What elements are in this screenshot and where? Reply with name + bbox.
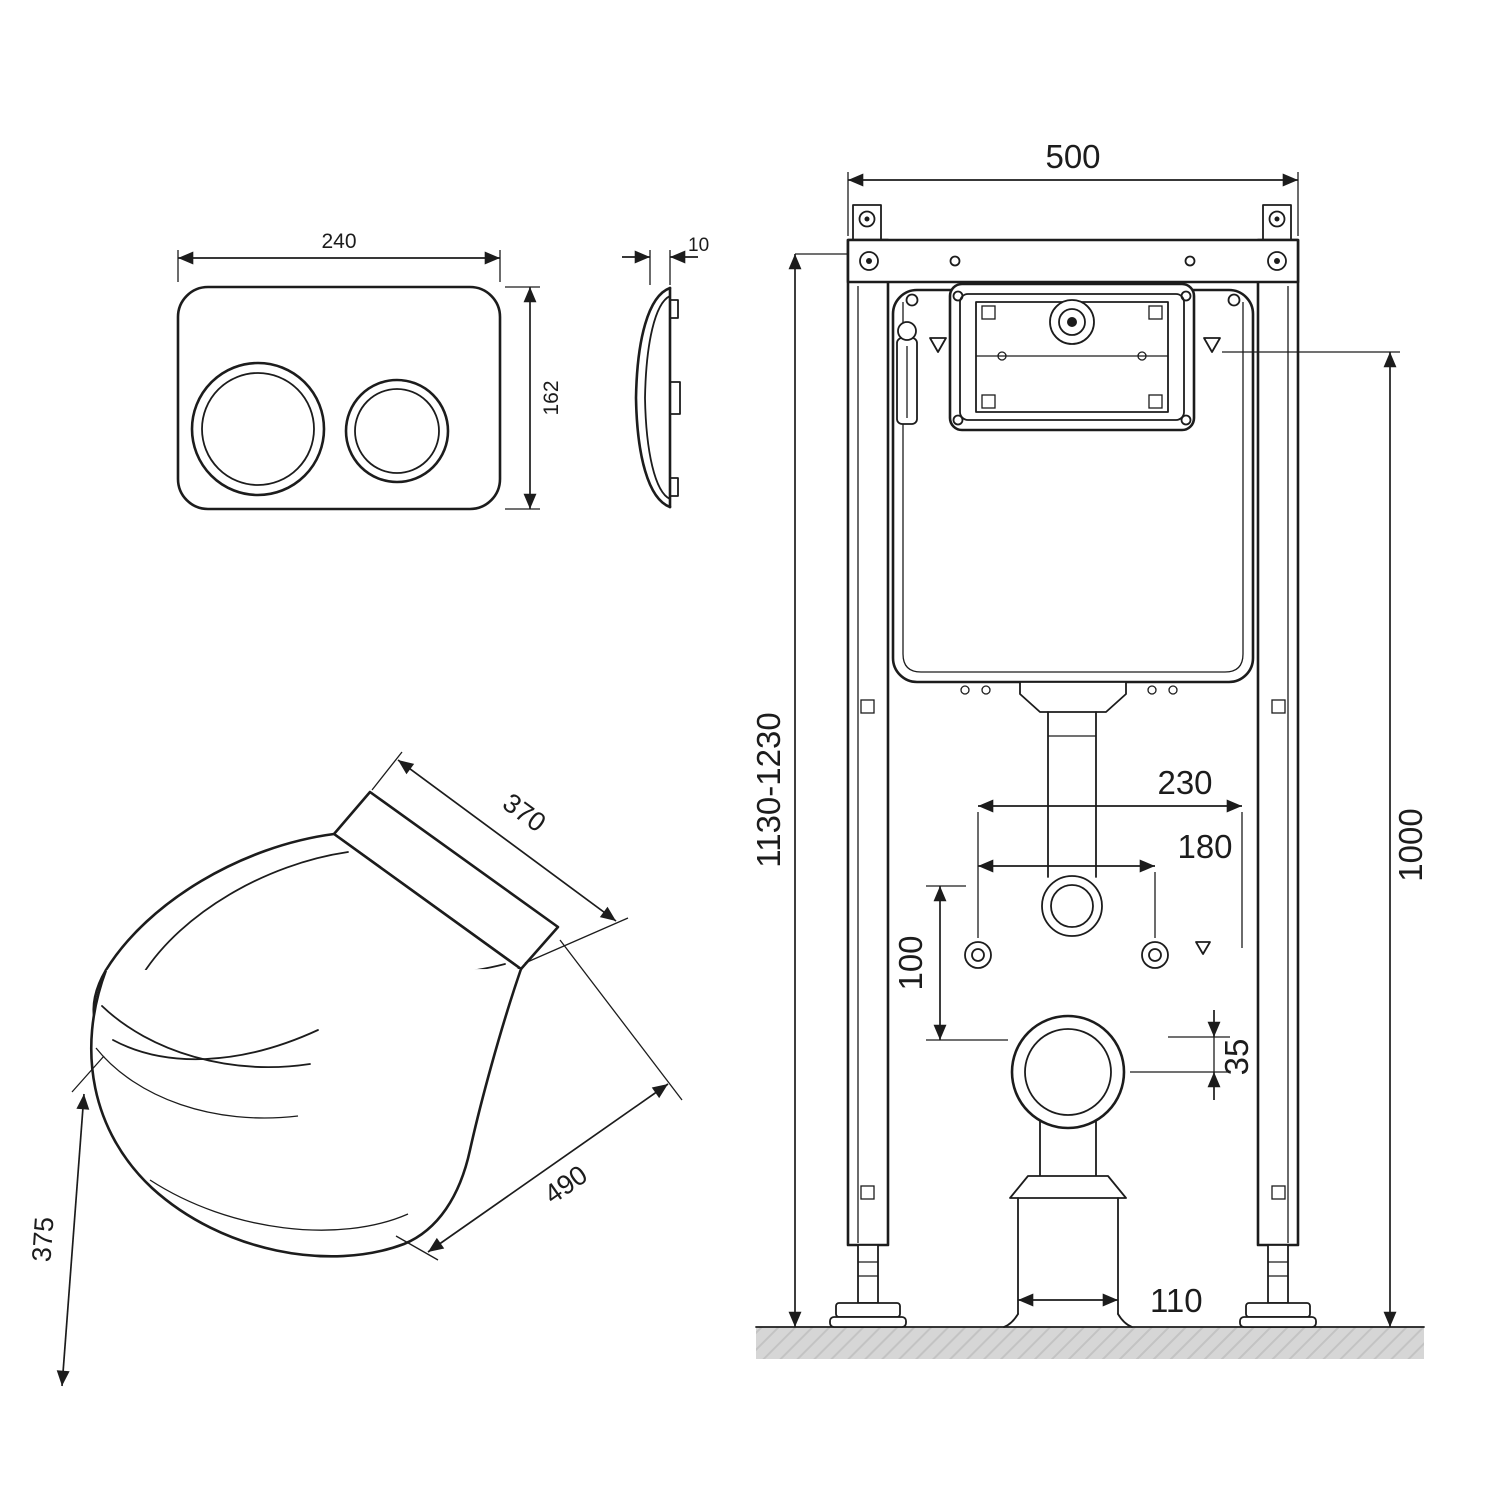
bolt-span-label: 180 [1177,828,1232,865]
bolt-span-dimension: 180 [978,828,1233,938]
bowl-body [89,968,523,1258]
side-profile-outer [634,286,672,509]
axis-mark [1195,941,1211,955]
frame-width-dimension: 500 [847,138,1299,236]
drain-width-label: 110 [1150,1282,1203,1319]
frame-rail-left [846,238,890,1247]
drain-width-dimension: 110 [1018,1282,1203,1319]
frame-crossbar [846,238,1300,284]
plate-thickness-label: 10 [688,235,709,256]
drain-pipe [1003,1120,1133,1328]
frame-rail-right [1256,238,1300,1247]
installation-frame-view: 500 1130-1230 1000 230 180 100 [750,138,1429,1359]
plate-height-dimension: 162 [505,286,563,510]
supply-height-label: 1000 [1392,808,1429,881]
offset-35-dimension: 35 [1130,1010,1255,1100]
flush-valve-knob [1049,299,1095,345]
frame-height-dimension: 1130-1230 [750,253,848,1327]
foot-left [829,1244,907,1328]
offset-100-dimension: 100 [892,885,1008,1041]
fixing-span-dimension: 230 [977,764,1243,948]
bowl-height-dimension: 375 [26,1055,105,1387]
hanger-bracket-left [852,204,882,243]
fixing-bolt-left [964,941,992,969]
offset-35-label: 35 [1218,1039,1255,1076]
wall-hung-bowl-view: 370 490 375 [26,751,683,1387]
level-mark-right [1203,337,1221,353]
plate-width-label: 240 [321,230,356,253]
plate-thickness-dimension: 10 [622,235,709,285]
foot-right [1239,1244,1317,1328]
plate-width-dimension: 240 [177,230,501,282]
frame-height-label: 1130-1230 [750,712,787,867]
waste-outlet [1010,1014,1126,1130]
supply-height-dimension: 1000 [1222,351,1429,1327]
fill-valve [896,321,918,425]
level-mark-left [929,337,947,353]
bowl-depth-label: 490 [539,1159,593,1209]
large-flush-button [190,361,326,497]
ground [756,1327,1424,1359]
frame-width-label: 500 [1045,138,1100,175]
access-panel [948,282,1196,432]
mounting-tab [669,381,681,415]
flush-plate-side-view: 10 [622,235,709,509]
fixing-bolt-right [1141,941,1169,969]
bowl-height-label: 375 [26,1216,59,1263]
flush-pipe [1019,681,1127,937]
bowl-width-label: 370 [497,787,551,838]
offset-100-label: 100 [892,935,929,990]
hanger-bracket-right [1262,204,1292,243]
fixing-span-label: 230 [1157,764,1212,801]
plate-height-label: 162 [540,380,563,415]
small-flush-button [344,378,450,484]
plate-outline [176,285,502,511]
flush-plate-front-view: 240 162 [176,230,563,511]
